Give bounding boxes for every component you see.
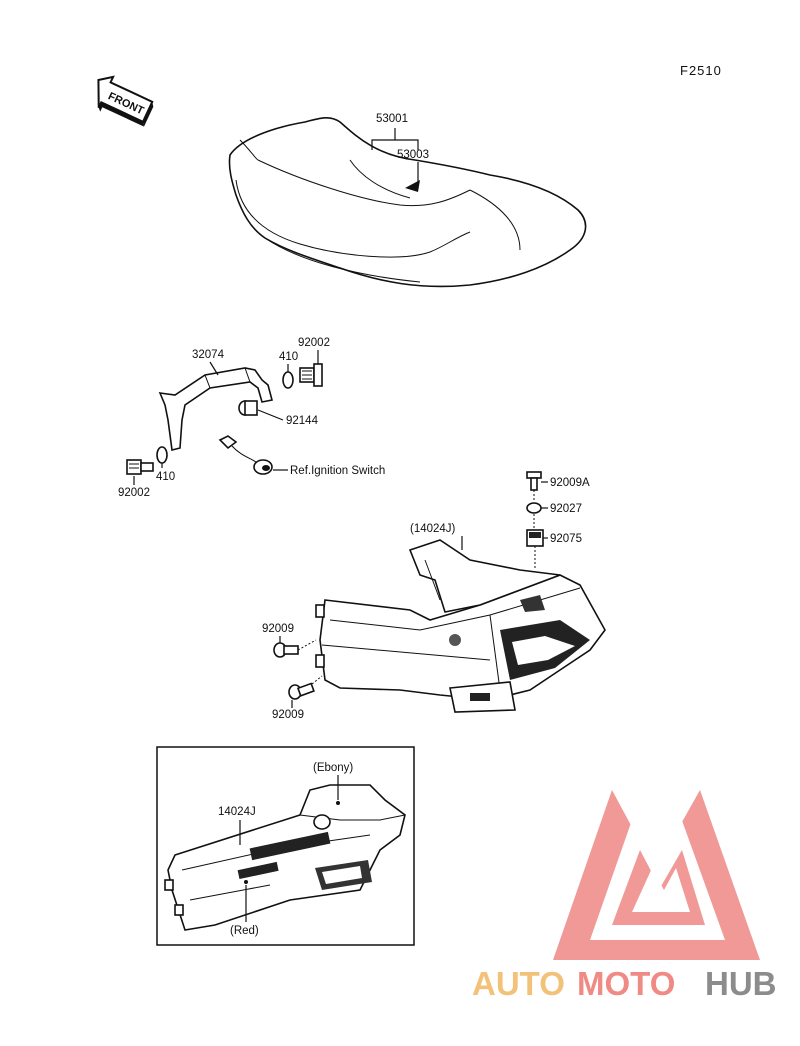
screw-92009-upper-icon <box>273 642 299 658</box>
washer-410-bottom-icon <box>156 446 168 464</box>
label-410-bottom: 410 <box>156 471 175 483</box>
label-53003: 53003 <box>397 149 429 161</box>
label-ebony: (Ebony) <box>313 762 353 774</box>
label-92009-lower: 92009 <box>272 709 304 721</box>
bolt-92002-bottom-icon <box>126 459 154 475</box>
ignition-cable-icon <box>218 435 273 475</box>
label-ref-ignition-switch: Ref.Ignition Switch <box>290 465 385 477</box>
label-14024j-inset: 14024J <box>218 806 256 818</box>
seat-lock-bracket <box>158 367 273 451</box>
label-92075: 92075 <box>550 533 582 545</box>
damper-92075-icon <box>526 529 544 547</box>
figure-code: F2510 <box>680 63 722 78</box>
collar-92144-icon <box>238 400 258 416</box>
screw-92009a-icon <box>526 471 542 491</box>
label-92027: 92027 <box>550 503 582 515</box>
screw-92009-lower-icon <box>288 682 315 700</box>
watermark-part3: HUB <box>705 965 777 1002</box>
watermark-part1: AUTO <box>472 965 565 1002</box>
label-92009a: 92009A <box>550 477 590 489</box>
label-53001: 53001 <box>376 113 408 125</box>
seat-cover-14024j <box>315 539 606 713</box>
label-92002-top: 92002 <box>298 337 330 349</box>
washer-410-top-icon <box>282 371 294 389</box>
bolt-92002-top-icon <box>299 363 323 387</box>
watermark-logo <box>553 790 760 960</box>
watermark-part2: MOTO <box>577 965 675 1002</box>
label-92009-upper: 92009 <box>262 623 294 635</box>
washer-92027-icon <box>526 502 542 514</box>
label-14024j-ref: (14024J) <box>410 523 456 535</box>
label-92144: 92144 <box>286 415 319 427</box>
label-410-top: 410 <box>279 351 298 363</box>
front-arrow-icon: FRONT <box>97 75 154 127</box>
label-red: (Red) <box>230 925 259 937</box>
seat-drawing <box>228 117 587 288</box>
label-32074: 32074 <box>192 349 225 361</box>
watermark-text: AUTO MOTO HUB <box>472 965 777 1002</box>
inset-box <box>156 746 415 946</box>
label-92002-bottom: 92002 <box>118 487 150 499</box>
